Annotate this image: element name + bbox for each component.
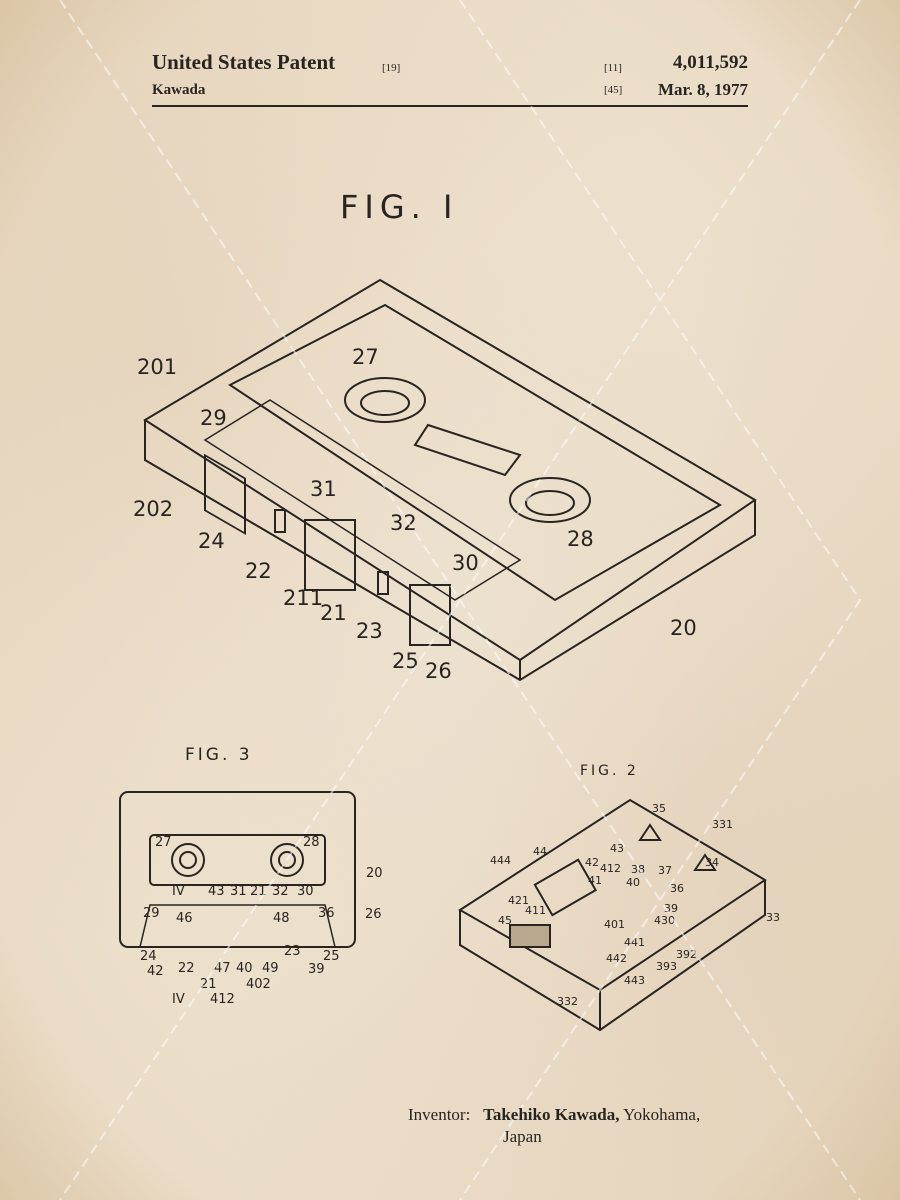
fig3-label: 39 — [308, 962, 325, 977]
fig1-label: 21 — [320, 601, 347, 625]
fig1-label: 201 — [137, 355, 177, 379]
fig1-label: 30 — [452, 551, 479, 575]
fig2-label: 44 — [533, 845, 547, 858]
fig2-label: 41 — [588, 874, 602, 887]
fig3-label: 24 — [140, 949, 157, 964]
fig1-label: 211 — [283, 586, 323, 610]
watermark-lines — [59, 0, 862, 1200]
fig3-label: 20 — [366, 866, 383, 881]
fig3-label: 49 — [262, 961, 279, 976]
fig2-title: FIG. 2 — [580, 763, 639, 779]
label-area — [228, 303, 722, 602]
fig2-label: 37 — [658, 864, 672, 877]
fig2-label: 35 — [652, 802, 666, 815]
fig3-label: 46 — [176, 911, 193, 926]
fig3-label: 27 — [155, 835, 172, 850]
fig2-label: 442 — [606, 952, 627, 965]
fig1-label: 27 — [352, 345, 379, 369]
fig1-label: 202 — [133, 497, 173, 521]
fig3-label: IV — [172, 884, 185, 899]
fig2-label: 40 — [626, 876, 640, 889]
fig3-label: 22 — [178, 961, 195, 976]
fig2-label: 430 — [654, 914, 675, 927]
inventor-surname: Kawada — [152, 82, 206, 98]
figure-3: FIG. 3 27 28 20 26 36 30 32 21 31 43 IV … — [119, 745, 383, 1007]
fig3-label: 42 — [147, 964, 164, 979]
fig3-label: IV — [172, 992, 185, 1007]
fig2-label: 33 — [766, 911, 780, 924]
fig1-label: 22 — [245, 559, 272, 583]
fig1-label: 31 — [310, 477, 337, 501]
fig2-label: 38 — [631, 863, 645, 876]
fig2-label: 411 — [525, 904, 546, 917]
patent-number: 4,011,592 — [673, 52, 748, 73]
fig1-title: FIG. I — [340, 188, 458, 226]
fig3-label: 25 — [323, 949, 340, 964]
reel-hole-28 — [509, 477, 591, 523]
fig2-label: 412 — [600, 862, 621, 875]
code-19: [19] — [382, 62, 401, 74]
code-11: [11] — [604, 62, 622, 74]
cassette-front-outline — [119, 791, 356, 948]
fig3-label: 47 — [214, 961, 231, 976]
fig2-label: 42 — [585, 856, 599, 869]
fig3-label: 32 — [272, 884, 289, 899]
fig3-label: 48 — [273, 911, 290, 926]
figure-1: FIG. I 201 29 202 24 22 211 21 23 25 26 … — [133, 188, 757, 683]
fig2-label: 332 — [557, 995, 578, 1008]
fig2-label: 45 — [498, 914, 512, 927]
patent-title: United States Patent — [152, 50, 336, 74]
fig1-label: 20 — [670, 616, 697, 640]
inventor-city: Yokohama, — [623, 1105, 701, 1124]
fig3-label: 43 — [208, 884, 225, 899]
fig3-label: 40 — [236, 961, 253, 976]
header-rule — [152, 105, 748, 107]
fig1-label: 24 — [198, 529, 225, 553]
fig3-label: 412 — [210, 992, 235, 1007]
fig3-label: 23 — [284, 944, 301, 959]
fig2-label: 36 — [670, 882, 684, 895]
inventor-name: Takehiko Kawada, — [483, 1105, 620, 1124]
fig1-label: 26 — [425, 659, 452, 683]
inventor-label: Inventor: — [408, 1105, 471, 1124]
reel-hole-27 — [344, 377, 426, 423]
inventor-block: Inventor: Takehiko Kawada, Yokohama, Jap… — [408, 1104, 700, 1148]
fig2-label: 331 — [712, 818, 733, 831]
inventor-country: Japan — [503, 1127, 542, 1146]
fig3-title: FIG. 3 — [185, 745, 253, 765]
fig1-label: 28 — [567, 527, 594, 551]
fig3-label: 31 — [230, 884, 247, 899]
fig1-label: 23 — [356, 619, 383, 643]
patent-date: Mar. 8, 1977 — [657, 80, 748, 99]
fig1-label: 32 — [390, 511, 417, 535]
tape-window — [413, 423, 522, 477]
fig2-label: 444 — [490, 854, 511, 867]
fig3-label: 402 — [246, 977, 271, 992]
code-45: [45] — [604, 84, 623, 96]
fig2-label: 43 — [610, 842, 624, 855]
fig3-label: 28 — [303, 835, 320, 850]
fig2-label: 34 — [705, 856, 719, 869]
fig1-label: 29 — [200, 406, 227, 430]
fig2-label: 392 — [676, 948, 697, 961]
fig3-label: 26 — [365, 907, 382, 922]
figure-2: FIG. 2 35 331 444 44 43 42 412 38 40 37 … — [458, 763, 780, 1032]
fig2-label: 421 — [508, 894, 529, 907]
fig3-label: 29 — [143, 906, 160, 921]
fig3-label: 36 — [318, 906, 335, 921]
fig2-label: 393 — [656, 960, 677, 973]
fig3-label: 21 — [200, 977, 217, 992]
fig2-label: 443 — [624, 974, 645, 987]
fig2-label: 401 — [604, 918, 625, 931]
fig3-label: 30 — [297, 884, 314, 899]
fig3-label: 21 — [250, 884, 267, 899]
